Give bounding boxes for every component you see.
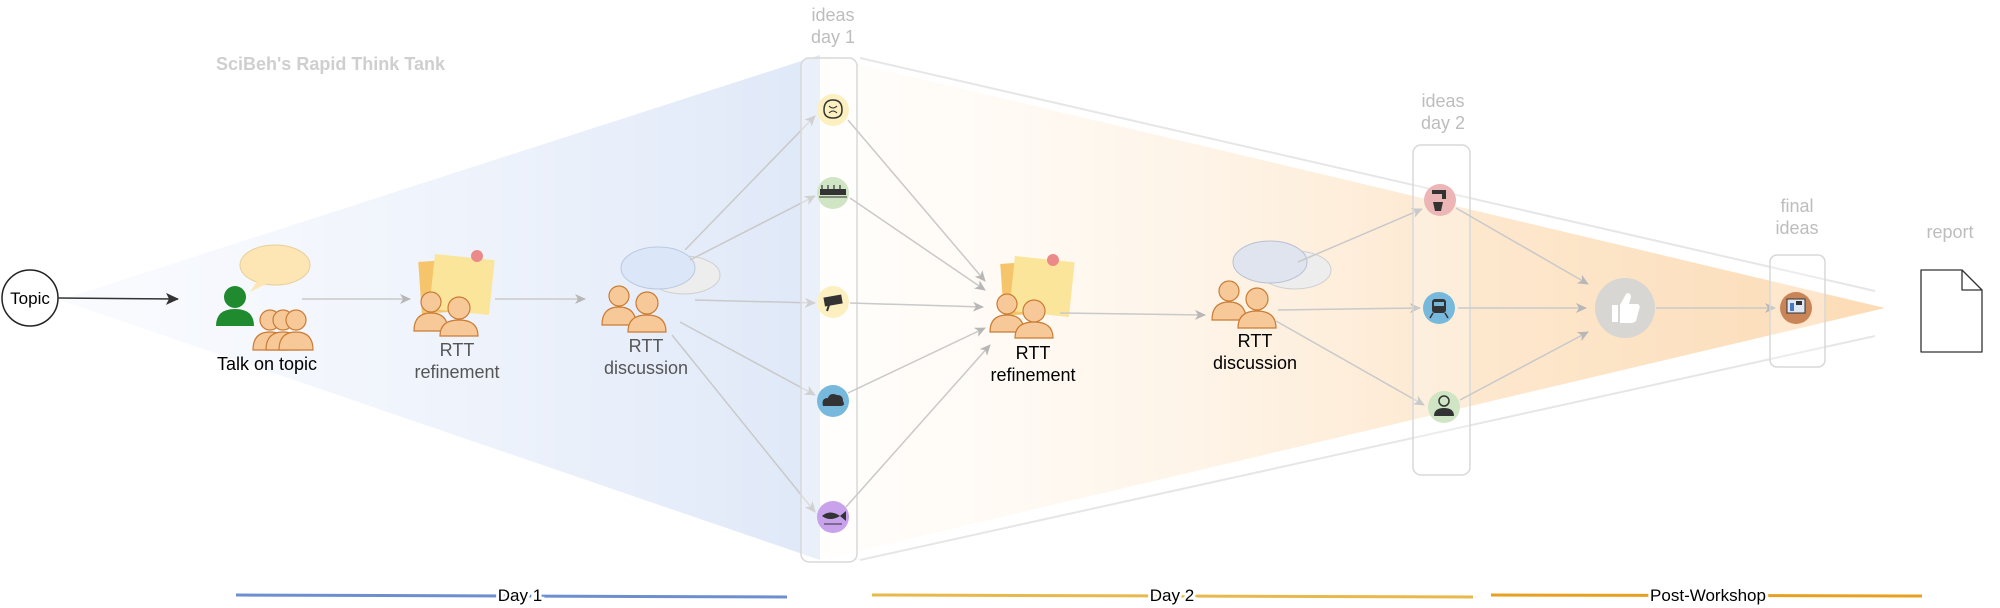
rtt-discussion-2-group: RTT discussion <box>1211 240 1332 373</box>
day2-line <box>871 593 1474 599</box>
final-ideas-column: final ideas <box>1769 196 1826 368</box>
disc1-label-line2: discussion <box>604 358 688 378</box>
final-label-line2: ideas <box>1775 218 1818 238</box>
timeline: Day 1 Day 2 Post-Workshop <box>235 583 1923 608</box>
ideas-day2-label-line1: ideas <box>1421 91 1464 111</box>
team-people-icon-2 <box>989 293 1054 339</box>
rtt1-label-line2: refinement <box>414 362 499 382</box>
disc2-label-line2: discussion <box>1213 353 1297 373</box>
speech-bubble-icon <box>239 244 311 286</box>
speaker-person-icon <box>216 286 254 326</box>
day2-funnel <box>820 55 1885 560</box>
rtt-refinement-1-group: RTT refinement <box>413 250 500 382</box>
rtt2-label-line1: RTT <box>1016 343 1051 363</box>
ideas-day2-column: ideas day 2 <box>1412 91 1471 476</box>
topic-label: Topic <box>10 289 50 308</box>
arrows-ideas-to-rtt2 <box>845 119 991 508</box>
day1-line <box>235 593 788 599</box>
ideas-day1-label-line1: ideas <box>811 5 854 25</box>
final-label-line1: final <box>1780 196 1813 216</box>
audience-people-icon <box>252 309 314 351</box>
disc1-label-line1: RTT <box>629 336 664 356</box>
disc2-label-line1: RTT <box>1238 331 1273 351</box>
topic-node: Topic <box>1 269 59 327</box>
post-workshop-label: Post-Workshop <box>1650 586 1766 605</box>
funnel-edge-bottom <box>859 335 1876 561</box>
discussion-people-icon-2 <box>1211 280 1277 329</box>
idea-presentation-icon <box>1780 292 1812 324</box>
talk-on-topic-group: Talk on topic <box>216 244 317 374</box>
day2-label: Day 2 <box>1150 586 1194 605</box>
idea-train-icon <box>817 177 849 209</box>
post-workshop-line <box>1490 593 1923 598</box>
idea-doctor-icon <box>1428 391 1460 423</box>
ideas-day1-column: ideas day 1 <box>800 5 858 563</box>
idea-train-front-icon <box>1423 292 1455 324</box>
idea-brain-icon <box>817 94 849 126</box>
topic-arrow <box>57 292 179 305</box>
arrows-disc2-to-ideas <box>1275 208 1425 406</box>
speech-bubble-front-icon <box>620 246 696 290</box>
thumbs-up-icon <box>1595 278 1655 338</box>
talk-label: Talk on topic <box>217 354 317 374</box>
ideas-day2-label-line2: day 2 <box>1421 113 1465 133</box>
report-document-icon <box>1920 269 1983 353</box>
idea-fish-icon <box>817 501 849 533</box>
arrow-rtt2-disc2 <box>1059 309 1206 320</box>
report-group: report <box>1920 222 1983 353</box>
idea-cloud-icon <box>817 385 849 417</box>
rtt-refinement-2-group: RTT refinement <box>989 254 1076 385</box>
day1-label: Day 1 <box>498 586 542 605</box>
rtt1-label-line1: RTT <box>440 340 475 360</box>
idea-camera-icon <box>817 286 849 318</box>
rtt-discussion-1-group: RTT discussion <box>601 246 721 378</box>
rtt2-label-line2: refinement <box>990 365 1075 385</box>
report-label: report <box>1926 222 1973 242</box>
idea-tap-cup-icon <box>1424 184 1456 216</box>
arrows-ideas-to-thumbs <box>1455 207 1589 401</box>
speech-bubble-front-icon-2 <box>1232 240 1308 284</box>
team-people-icon <box>413 291 479 337</box>
ideas-day1-label-line2: day 1 <box>811 27 855 47</box>
arrows-disc1-to-ideas <box>671 115 816 513</box>
diagram-title: SciBeh's Rapid Think Tank <box>216 54 446 74</box>
funnel-edge-top <box>859 57 1876 292</box>
discussion-people-icon <box>601 285 667 333</box>
